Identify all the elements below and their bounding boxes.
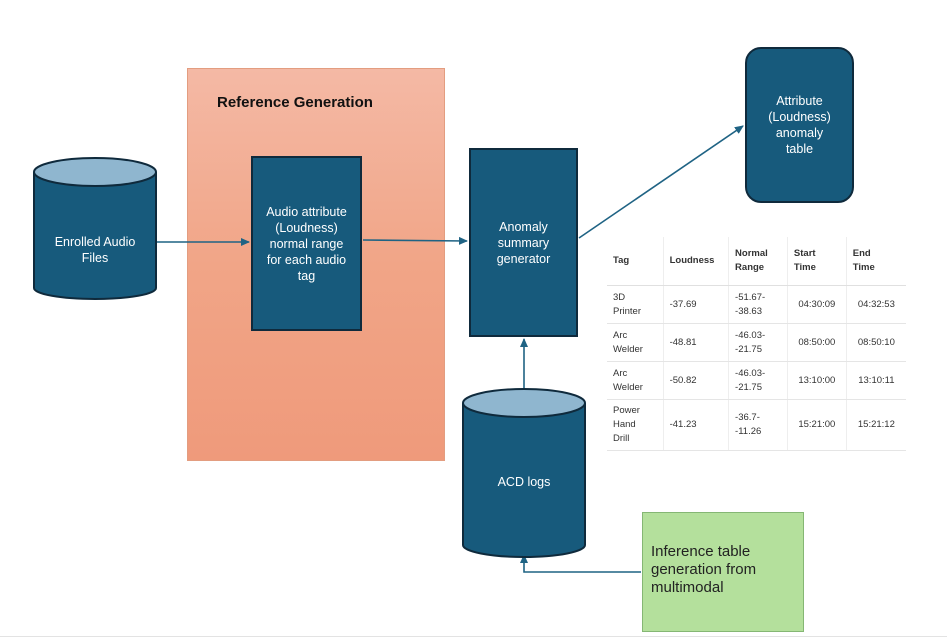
- table-header-cell: Loudness: [663, 237, 730, 286]
- reference-generation-title: Reference Generation: [217, 94, 373, 111]
- inference-table-label: Inference table generation from multimod…: [651, 543, 757, 596]
- table-cell: 04:32:53: [846, 285, 906, 324]
- inference-table-box: [642, 512, 804, 632]
- acd-logs-label: ACD logs: [497, 475, 551, 489]
- table-cell: 3D Printer: [607, 285, 664, 324]
- table-cell: Power Hand Drill: [607, 399, 664, 451]
- table-cell: -37.69: [663, 285, 730, 324]
- table-cell: -46.03- -21.75: [728, 323, 788, 362]
- anomaly-table-box: Attribute (Loudness) anomaly table: [745, 47, 854, 203]
- table-cell: 15:21:00: [787, 399, 847, 451]
- table-header-cell: End Time: [846, 237, 906, 286]
- table-cell: -48.81: [663, 323, 730, 362]
- table-cell: -51.67- -38.63: [728, 285, 788, 324]
- table-cell: -36.7- -11.26: [728, 399, 788, 451]
- table-header-cell: Tag: [607, 237, 664, 286]
- anomaly-data-table: Tag Loudness Normal Range Start Time End…: [607, 237, 906, 451]
- anomaly-summary-generator-box: Anomaly summary generator: [469, 148, 578, 337]
- bottom-divider: [0, 636, 947, 637]
- enrolled-audio-label: Enrolled Audio Files: [54, 235, 136, 265]
- table-cell: -41.23: [663, 399, 730, 451]
- table-header-cell: Start Time: [787, 237, 847, 286]
- table-cell: -50.82: [663, 361, 730, 400]
- table-header-cell: Normal Range: [728, 237, 788, 286]
- table-cell: 13:10:00: [787, 361, 847, 400]
- table-cell: 08:50:00: [787, 323, 847, 362]
- table-cell: -46.03- -21.75: [728, 361, 788, 400]
- table-cell: 15:21:12: [846, 399, 906, 451]
- table-cell: Arc Welder: [607, 323, 664, 362]
- table-cell: 13:10:11: [846, 361, 906, 400]
- table-header-row: Tag Loudness Normal Range Start Time End…: [607, 237, 906, 286]
- table-cell: Arc Welder: [607, 361, 664, 400]
- table-cell: 08:50:10: [846, 323, 906, 362]
- table-cell: 04:30:09: [787, 285, 847, 324]
- audio-attribute-range-box: Audio attribute (Loudness) normal range …: [251, 156, 362, 331]
